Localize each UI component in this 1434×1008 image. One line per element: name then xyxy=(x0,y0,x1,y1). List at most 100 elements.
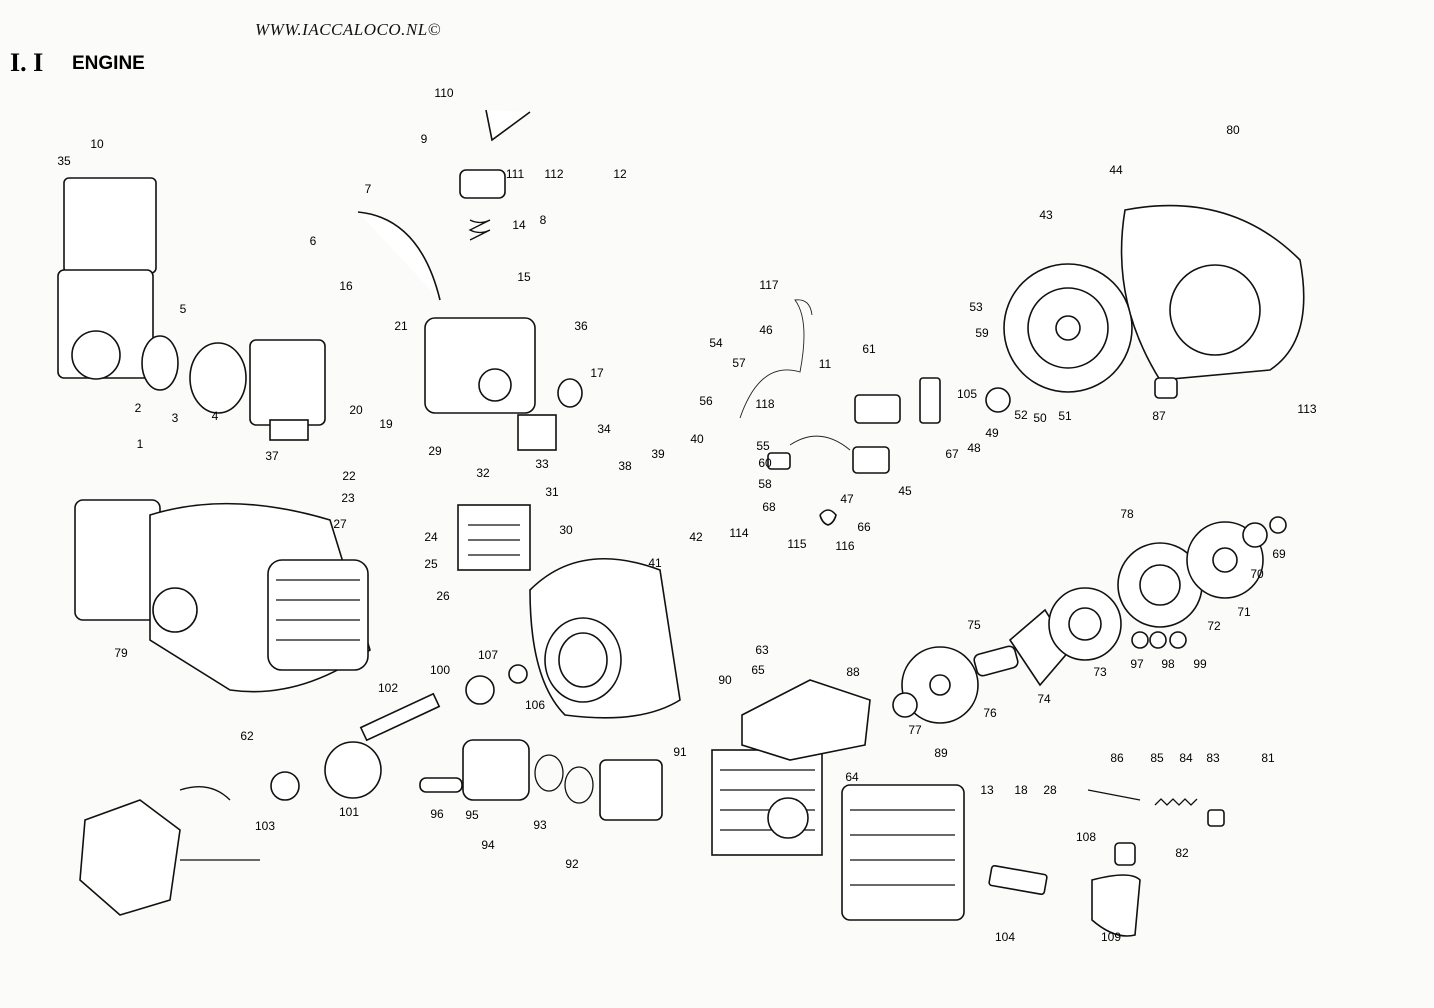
callout-30: 30 xyxy=(559,523,573,537)
kickstart-shaft xyxy=(1087,789,1141,801)
callout-19: 19 xyxy=(379,417,393,431)
crank-web xyxy=(324,741,382,799)
float-valve-cap xyxy=(517,414,557,451)
callout-6: 6 xyxy=(310,234,317,248)
callout-118: 118 xyxy=(755,397,774,411)
callout-104: 104 xyxy=(995,930,1015,944)
clutch-nut xyxy=(1269,516,1287,534)
callout-57: 57 xyxy=(732,356,746,370)
spark-plug xyxy=(988,864,1048,896)
callout-56: 56 xyxy=(699,394,713,408)
callout-111: 111 xyxy=(506,167,525,181)
callout-73: 73 xyxy=(1093,665,1107,679)
callout-87: 87 xyxy=(1152,409,1166,423)
throttle-spring xyxy=(468,219,491,241)
callout-54: 54 xyxy=(709,336,723,350)
callout-41: 41 xyxy=(648,556,662,570)
callout-14: 14 xyxy=(512,218,526,232)
callout-15: 15 xyxy=(517,270,531,284)
callout-91: 91 xyxy=(673,745,687,759)
callout-102: 102 xyxy=(378,681,398,695)
callout-85: 85 xyxy=(1150,751,1164,765)
callout-38: 38 xyxy=(618,459,632,473)
callout-62: 62 xyxy=(240,729,254,743)
callout-90: 90 xyxy=(718,673,732,687)
callout-93: 93 xyxy=(533,818,547,832)
crankcase-cover-left xyxy=(79,799,181,916)
callout-79: 79 xyxy=(114,646,128,660)
cylinder xyxy=(711,749,823,856)
callout-43: 43 xyxy=(1039,208,1053,222)
callout-9: 9 xyxy=(421,132,428,146)
callout-112: 112 xyxy=(544,167,563,181)
bearing-left xyxy=(270,771,300,801)
condenser xyxy=(767,452,791,470)
piston-pin xyxy=(419,777,463,793)
bearing-right xyxy=(465,675,495,705)
callout-46: 46 xyxy=(759,323,773,337)
callout-77: 77 xyxy=(908,723,922,737)
filter-intake-cap xyxy=(71,330,121,380)
callout-10: 10 xyxy=(90,137,104,151)
fuel-pipe xyxy=(485,109,531,142)
carburettor xyxy=(249,339,326,426)
callout-63: 63 xyxy=(755,643,769,657)
intake-port xyxy=(478,368,512,402)
clutch-hub-sleeve xyxy=(973,645,1019,677)
lighting-coil xyxy=(919,377,941,424)
callout-88: 88 xyxy=(846,665,860,679)
piston-ring-1 xyxy=(534,754,564,792)
callout-1: 1 xyxy=(137,437,144,451)
callout-48: 48 xyxy=(967,441,981,455)
callout-5: 5 xyxy=(180,302,187,316)
callout-103: 103 xyxy=(255,819,275,833)
callout-22: 22 xyxy=(342,469,356,483)
callout-61: 61 xyxy=(862,342,876,356)
callout-101: 101 xyxy=(339,805,359,819)
kickstart-spring xyxy=(1154,798,1198,806)
callout-25: 25 xyxy=(424,557,438,571)
callout-113: 113 xyxy=(1297,402,1316,416)
magneto-coil xyxy=(852,446,890,474)
callout-109: 109 xyxy=(1101,930,1121,944)
callout-47: 47 xyxy=(840,492,854,506)
cylinder-port xyxy=(767,797,809,839)
piston xyxy=(462,739,530,801)
piston-ring-2 xyxy=(564,766,594,804)
callout-51: 51 xyxy=(1058,409,1072,423)
callout-32: 32 xyxy=(476,466,490,480)
callout-67: 67 xyxy=(945,447,959,461)
contact-breaker-cam xyxy=(985,387,1011,413)
callout-12: 12 xyxy=(613,167,627,181)
callout-55: 55 xyxy=(756,439,770,453)
callout-71: 71 xyxy=(1237,605,1251,619)
callout-78: 78 xyxy=(1120,507,1134,521)
callout-24: 24 xyxy=(424,530,438,544)
callout-49: 49 xyxy=(985,426,999,440)
callout-99: 99 xyxy=(1193,657,1207,671)
wire-clip xyxy=(819,509,837,526)
callout-21: 21 xyxy=(394,319,408,333)
callout-107: 107 xyxy=(478,648,498,662)
callout-70: 70 xyxy=(1250,567,1264,581)
callout-34: 34 xyxy=(597,422,611,436)
intake-body xyxy=(424,317,536,414)
callout-8: 8 xyxy=(540,213,547,227)
callout-4: 4 xyxy=(212,409,219,423)
callout-81: 81 xyxy=(1261,751,1275,765)
source-url: WWW.IACCALOCO.NL© xyxy=(255,20,442,39)
callout-74: 74 xyxy=(1037,692,1051,706)
callout-13: 13 xyxy=(980,783,994,797)
callout-59: 59 xyxy=(975,326,989,340)
callout-116: 116 xyxy=(835,539,854,553)
callout-7: 7 xyxy=(365,182,372,196)
float-chamber xyxy=(457,504,531,571)
callout-100: 100 xyxy=(430,663,450,677)
callout-53: 53 xyxy=(969,300,983,314)
callout-16: 16 xyxy=(339,279,353,293)
callout-94: 94 xyxy=(481,838,495,852)
callout-36: 36 xyxy=(574,319,588,333)
callout-65: 65 xyxy=(751,663,765,677)
